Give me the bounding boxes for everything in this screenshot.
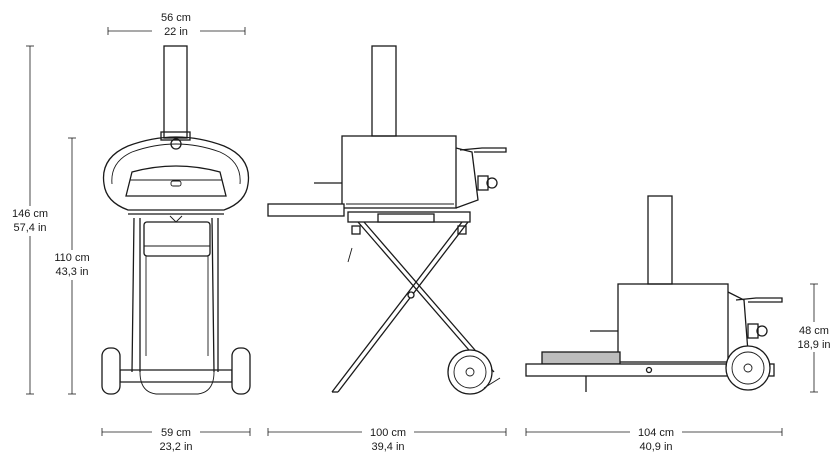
side-leg-front-2 (337, 221, 469, 393)
side-leg-cap (351, 225, 361, 235)
side-tray (377, 213, 435, 223)
front-dome-rim (111, 143, 241, 185)
front-wheel-left (101, 347, 121, 395)
total-height-metric-label: 146 cm (12, 208, 48, 220)
side-view (267, 45, 507, 395)
side-gas-knob (486, 177, 498, 189)
folded-rear-handle (735, 297, 783, 303)
front-wheel-right (231, 347, 251, 395)
folded-wheel-hub (743, 363, 753, 373)
front-thermometer (170, 138, 182, 150)
folded-stone (541, 351, 621, 365)
cart-height-imperial-label: 43,3 in (55, 266, 88, 278)
folded-gas-knob (756, 325, 768, 337)
side-leg-cap-2 (457, 225, 467, 235)
dimension-labels: 56 cm 22 in 146 cm 57,4 in 110 cm 43,3 i… (8, 8, 838, 454)
front-cart-notch (169, 215, 183, 223)
folded-height-imperial-label: 18,9 in (797, 339, 830, 351)
front-oven-dome (102, 136, 250, 211)
front-view (101, 45, 251, 395)
folded-pivot (645, 366, 653, 374)
side-leg-rear (357, 221, 489, 373)
side-leg-latch (347, 247, 353, 263)
top-width-imperial-label: 22 in (164, 26, 188, 38)
folded-height-metric-label: 48 cm (799, 325, 829, 337)
front-chimney (163, 45, 188, 139)
front-width-imperial-label: 23,2 in (159, 441, 192, 453)
folded-chimney (647, 195, 673, 285)
front-width-metric-label: 59 cm (161, 427, 191, 439)
front-cart-base (139, 371, 215, 395)
side-shelf (267, 203, 345, 217)
front-cart-rails (131, 217, 219, 373)
folded-length-metric-label: 104 cm (638, 427, 674, 439)
side-length-imperial-label: 39,4 in (371, 441, 404, 453)
side-chimney (371, 45, 397, 137)
side-wheel-rim (453, 355, 487, 389)
front-cart-panel (143, 221, 211, 257)
front-oven-mouth (125, 165, 227, 197)
side-pivot (407, 291, 415, 299)
side-rear-handle (459, 147, 507, 153)
side-oven-rear (455, 147, 479, 209)
folded-wheel (725, 345, 771, 391)
folded-gas-connector (747, 323, 759, 339)
side-oven-body (341, 135, 457, 209)
folded-wheel-rim (731, 351, 765, 385)
total-height-imperial-label: 57,4 in (13, 222, 46, 234)
front-chimney-collar (160, 131, 191, 141)
side-leg-front (331, 221, 463, 393)
side-leg-rear-2 (363, 221, 495, 373)
front-axle-bar (119, 369, 233, 383)
folded-length-imperial-label: 40,9 in (639, 441, 672, 453)
side-length-metric-label: 100 cm (370, 427, 406, 439)
front-door-handle (170, 180, 182, 187)
cart-height-metric-label: 110 cm (54, 252, 89, 264)
side-wheel-bracket (483, 377, 501, 389)
side-gas-connector (477, 175, 489, 191)
folded-view (525, 195, 783, 392)
top-width-metric-label: 56 cm (161, 12, 191, 24)
side-wheel-hub (465, 367, 475, 377)
folded-oven-body (617, 283, 729, 363)
